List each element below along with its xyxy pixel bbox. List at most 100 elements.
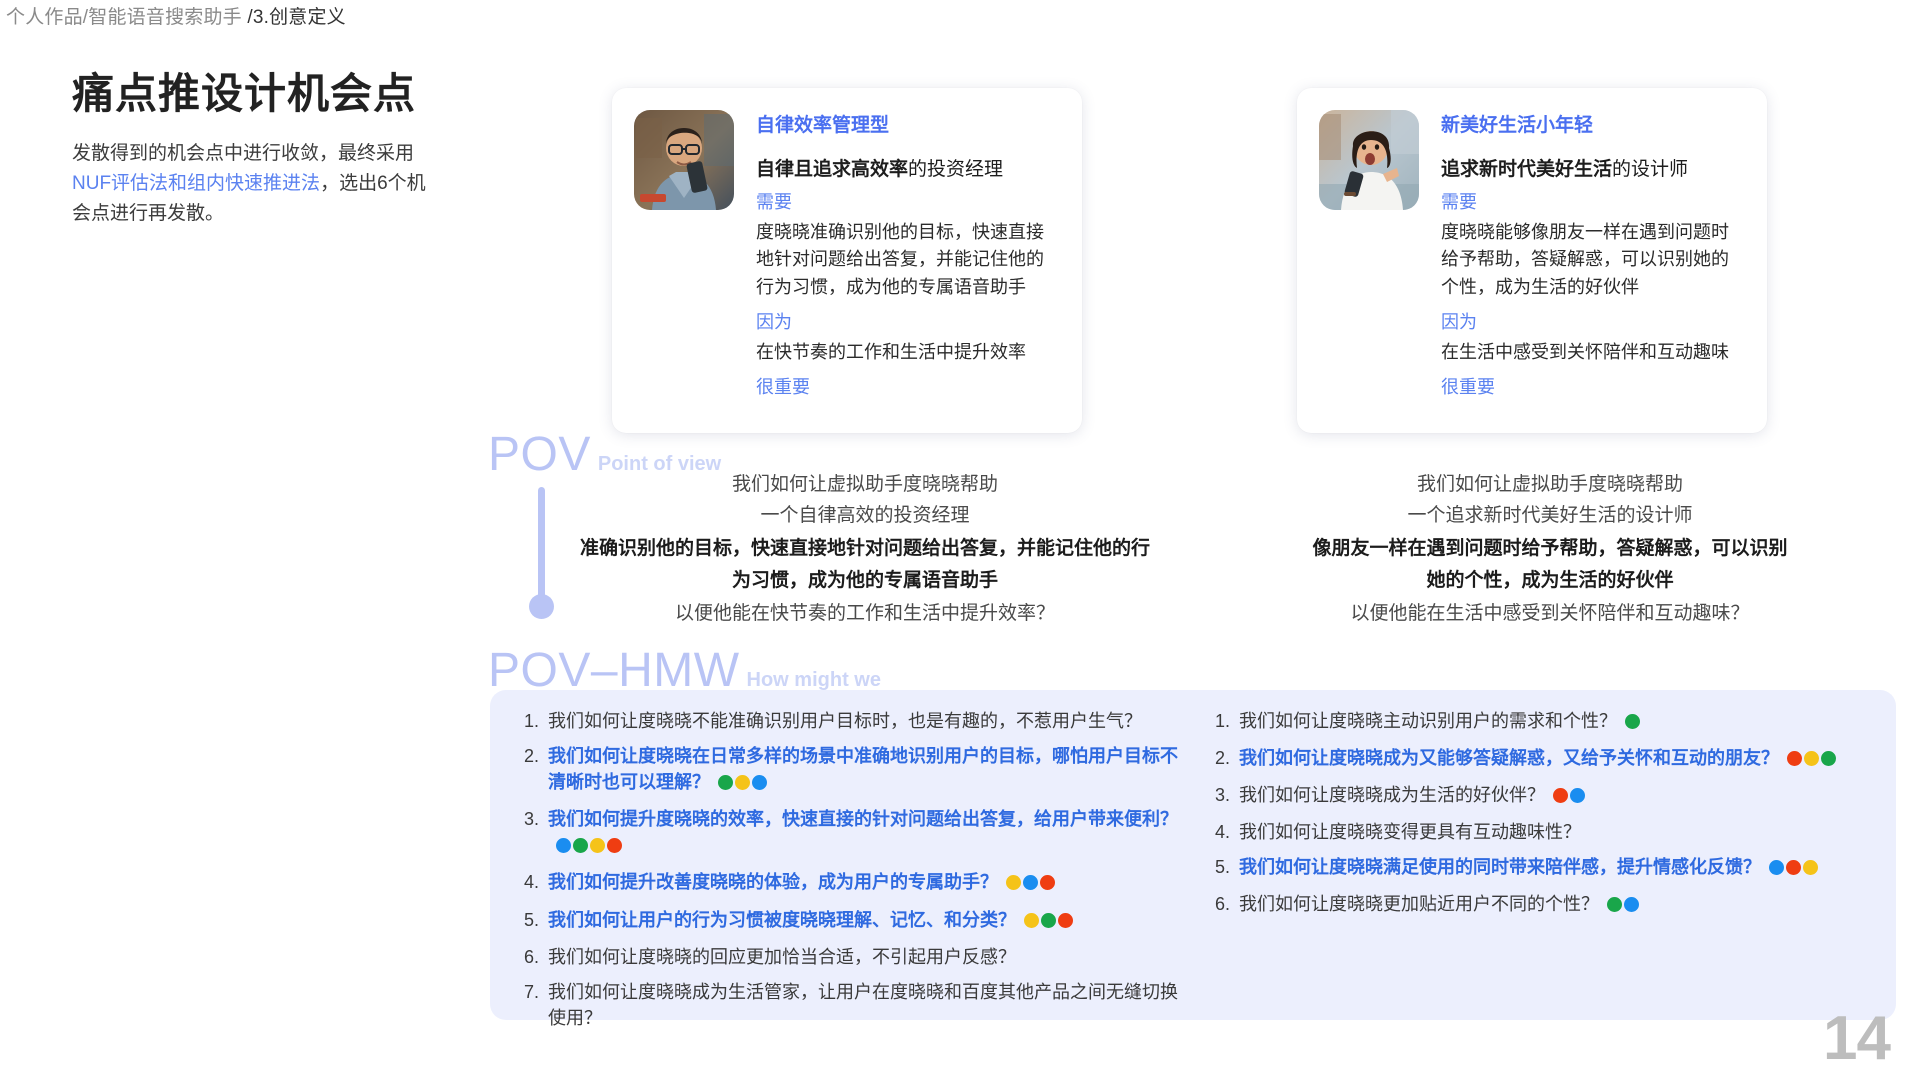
hmw-item-text: 我们如何让度晓晓的回应更加恰当合适，不引起用户反感？ [548,946,1016,967]
pov-strong-2: 她的个性，成为生活的好伙伴 [1426,570,1674,592]
persona-card-body: 新美好生活小年轻 追求新时代美好生活的设计师 需要 度晓晓能够像朋友一样在遇到问… [1441,110,1743,407]
persona-role-plain: 的设计师 [1612,159,1689,180]
vote-dots [1787,747,1838,773]
vote-dot-blue [1570,788,1585,804]
section-heading-hmw-title: POV–HMW [488,644,740,697]
hmw-list-item[interactable]: 我们如何让度晓晓不能准确识别用户目标时，也是有趣的，不惹用户生气？ [544,708,1179,734]
vote-dot-red [1040,875,1055,891]
persona-because-text: 在生活中感受到关怀陪伴和互动趣味 [1441,342,1729,363]
vote-dots [1006,871,1057,897]
hmw-column-left: 我们如何让度晓晓不能准确识别用户目标时，也是有趣的，不惹用户生气？ 我们如何让度晓… [516,708,1179,1028]
vote-dot-red [1553,788,1568,804]
section-heading-pov-subtitle: Point of view [597,453,722,475]
vote-dot-green [573,838,588,854]
vote-dot-red [1787,751,1802,767]
hmw-list-left: 我们如何让度晓晓不能准确识别用户目标时，也是有趣的，不惹用户生气？ 我们如何让度晓… [516,708,1179,1031]
vote-dot-red [1058,912,1073,928]
persona-role: 自律且追求高效率的投资经理 [756,154,1058,181]
section-heading-hmw: POV–HMW How might we [488,643,881,698]
vote-dot-yellow [590,838,605,854]
vote-dot-blue [752,775,767,791]
persona-photo-woman [1319,110,1419,210]
intro-description: 发散得到的机会点中进行收敛，最终采用NUF评估法和组内快速推进法，选出6个机会点… [72,139,432,229]
vote-dots [1769,856,1820,882]
persona-need-text: 度晓晓能够像朋友一样在遇到问题时给予帮助，答疑解惑，可以识别她的个性，成为生活的… [1441,222,1729,297]
hmw-list-item[interactable]: 我们如何让度晓晓主动识别用户的需求和个性？ [1235,708,1870,736]
vote-dots [1607,893,1641,919]
persona-importance-label: 很重要 [1441,377,1495,398]
hmw-list-item[interactable]: 我们如何让度晓晓变得更具有互动趣味性？ [1235,819,1870,845]
vote-dot-blue [1624,897,1639,913]
persona-role-plain: 的投资经理 [908,159,1004,180]
pov-line-1: 我们如何让虚拟助手度晓晓帮助 [731,474,998,495]
pov-line-1: 我们如何让虚拟助手度晓晓帮助 [1416,474,1683,495]
persona-type: 自律效率管理型 [756,115,890,136]
hmw-item-text: 我们如何让度晓晓主动识别用户的需求和个性？ [1239,711,1617,731]
page-number: 14 [1823,1004,1891,1073]
hmw-item-text: 我们如何让度晓晓更加贴近用户不同的个性？ [1239,894,1599,915]
hmw-item-text: 我们如何让度晓晓满足使用的同时带来陪伴感，提升情感化反馈？ [1239,857,1761,878]
pov-statement-1: 我们如何让虚拟助手度晓晓帮助 一个自律高效的投资经理 准确识别他的目标，快速直接… [560,470,1170,630]
hmw-item-text: 我们如何提升改善度晓晓的体验，成为用户的专属助手？ [548,872,998,893]
hmw-list-item[interactable]: 我们如何让度晓晓在日常多样的场景中准确地识别用户的目标，哪怕用户目标不清晰时也可… [544,743,1179,797]
hmw-list-item[interactable]: 我们如何让度晓晓成为生活管家，让用户在度晓晓和百度其他产品之间无缝切换使用？ [544,979,1179,1031]
vote-dots [718,771,769,797]
persona-role-bold: 追求新时代美好生活 [1441,159,1613,180]
persona-because-label: 因为 [756,312,792,333]
vote-dot-yellow [1803,860,1818,876]
hmw-list-item[interactable]: 我们如何让用户的行为习惯被度晓晓理解、记忆、和分类？ [544,907,1179,935]
hmw-item-text: 我们如何提升度晓晓的效率，快速直接的针对问题给出答复，给用户带来便利？ [548,809,1178,830]
persona-card-body: 自律效率管理型 自律且追求高效率的投资经理 需要 度晓晓准确识别他的目标，快速直… [756,110,1058,407]
pov-statement-2: 我们如何让虚拟助手度晓晓帮助 一个追求新时代美好生活的设计师 像朋友一样在遇到问… [1245,470,1855,630]
hmw-item-text: 我们如何让度晓晓成为生活管家，让用户在度晓晓和百度其他产品之间无缝切换使用？ [548,981,1178,1028]
hmw-item-text: 我们如何让度晓晓成为生活的好伙伴？ [1239,785,1545,806]
pov-line-2: 一个自律高效的投资经理 [760,504,970,526]
vote-dots [1024,909,1075,935]
vote-dot-green [1607,897,1622,913]
pov-line-3: 以便他能在生活中感受到关怀陪伴和互动趣味？ [1350,603,1750,625]
hmw-item-text: 我们如何让度晓晓在日常多样的场景中准确地识别用户的目标，哪怕用户目标不清晰时也可… [548,746,1178,793]
vote-dot-green [718,775,733,791]
section-heading-pov: POV Point of view [488,427,721,482]
hmw-list-item[interactable]: 我们如何提升改善度晓晓的体验，成为用户的专属助手？ [544,869,1179,897]
intro-desc-highlight: NUF评估法和组内快速推进法 [72,173,321,195]
vote-dot-yellow [735,775,750,791]
persona-need-text: 度晓晓准确识别他的目标，快速直接地针对问题给出答复，并能记住他的行为习惯，成为他… [756,222,1044,297]
hmw-list-item[interactable]: 我们如何让度晓晓的回应更加恰当合适，不引起用户反感？ [544,944,1179,970]
section-heading-pov-title: POV [488,428,591,481]
hmw-list-item[interactable]: 我们如何提升度晓晓的效率，快速直接的针对问题给出答复，给用户带来便利？ [544,806,1179,860]
vote-dots [556,834,624,860]
vote-dot-green [1821,751,1836,767]
hmw-item-text: 我们如何让度晓晓成为又能够答疑解惑，又给予关怀和互动的朋友？ [1239,748,1779,769]
hmw-list-item[interactable]: 我们如何让度晓晓成为生活的好伙伴？ [1235,782,1870,810]
hmw-list-item[interactable]: 我们如何让度晓晓满足使用的同时带来陪伴感，提升情感化反馈？ [1235,854,1870,882]
hmw-list-right: 我们如何让度晓晓主动识别用户的需求和个性？ 我们如何让度晓晓成为又能够答疑解惑，又… [1207,708,1870,920]
persona-type: 新美好生活小年轻 [1441,115,1594,136]
persona-need-label: 需要 [756,192,792,212]
breadcrumb-current: /3.创意定义 [247,7,346,28]
section-heading-hmw-subtitle: How might we [746,669,881,691]
vote-dots [1625,710,1642,736]
page-title: 痛点推设计机会点 [72,70,417,117]
vote-dot-yellow [1804,751,1819,767]
breadcrumb: 个人作品/智能语音搜索助手 /3.创意定义 [6,2,346,29]
persona-photo-man [634,110,734,210]
connector-dot [529,594,554,619]
vote-dot-blue [556,838,571,854]
hmw-list-item[interactable]: 我们如何让度晓晓更加贴近用户不同的个性？ [1235,891,1870,919]
persona-importance-label: 很重要 [756,377,810,398]
hmw-list-item[interactable]: 我们如何让度晓晓成为又能够答疑解惑，又给予关怀和互动的朋友？ [1235,745,1870,773]
intro-desc-part1: 发散得到的机会点中进行收敛，最终采用 [72,143,415,165]
pov-line-2: 一个追求新时代美好生活的设计师 [1407,504,1693,526]
pov-strong-2: 为习惯，成为他的专属语音助手 [731,570,998,592]
connector-line [529,487,554,619]
persona-because-text: 在快节奏的工作和生活中提升效率 [756,342,1026,363]
persona-need-label: 需要 [1441,192,1477,212]
vote-dot-yellow [1024,912,1039,928]
vote-dot-red [1786,860,1801,876]
persona-role: 追求新时代美好生活的设计师 [1441,154,1743,181]
hmw-item-text: 我们如何让用户的行为习惯被度晓晓理解、记忆、和分类？ [548,909,1016,930]
pov-line-3: 以便他能在快节奏的工作和生活中提升效率？ [674,603,1055,625]
breadcrumb-prefix: 个人作品/智能语音搜索助手 [6,7,248,28]
